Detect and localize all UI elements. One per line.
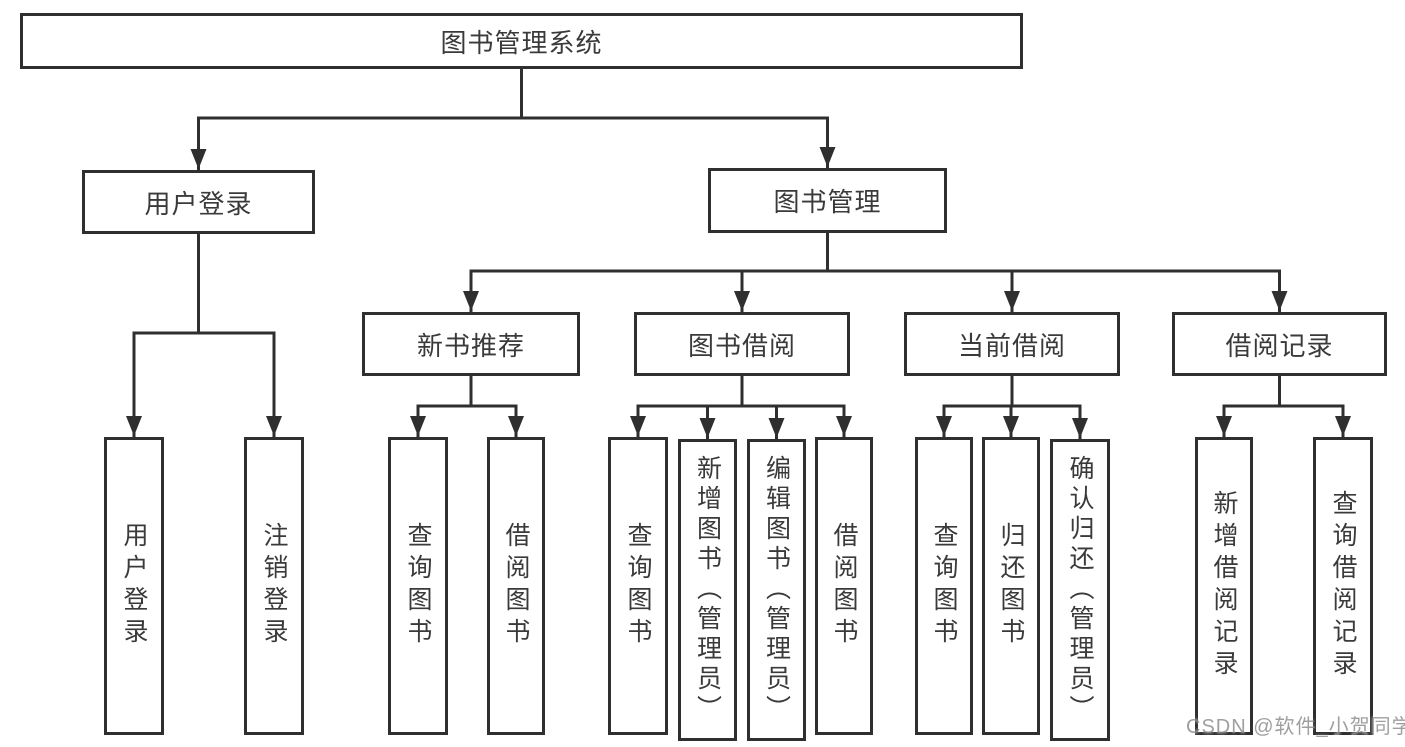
node-user-login: 用户登录 bbox=[82, 170, 315, 234]
leaf-label: 新增借阅记录 bbox=[1210, 490, 1238, 682]
node-label: 借阅记录 bbox=[1225, 330, 1334, 361]
leaf-label: 借阅图书 bbox=[830, 522, 858, 650]
leaf-label: 确认归还（管理员） bbox=[1066, 455, 1094, 725]
csdn-watermark: CSDN @软件_小贺同学 bbox=[1186, 716, 1405, 738]
node-book-borrowing: 图书借阅 bbox=[634, 312, 850, 376]
leaf-label: 新增图书（管理员） bbox=[693, 455, 722, 725]
connector-borrowing-records bbox=[1216, 374, 1351, 438]
node-current-borrowing: 当前借阅 bbox=[904, 312, 1120, 376]
leaf-user-login: 用户登录 bbox=[104, 437, 164, 735]
node-label: 用户登录 bbox=[144, 188, 253, 219]
leaf-query-books-recommend: 查询图书 bbox=[388, 437, 448, 735]
node-label: 图书管理系统 bbox=[440, 27, 603, 58]
connector-user-login bbox=[126, 232, 282, 438]
node-book-management: 图书管理 bbox=[708, 168, 947, 233]
connector-current-borrowing bbox=[936, 374, 1088, 440]
leaf-label: 查询图书 bbox=[930, 522, 958, 650]
node-label: 图书借阅 bbox=[687, 330, 796, 361]
node-borrowing-records: 借阅记录 bbox=[1172, 312, 1387, 376]
leaf-query-books-borrowing: 查询图书 bbox=[608, 437, 668, 735]
connector-book-borrowing bbox=[630, 374, 852, 440]
leaf-label: 查询图书 bbox=[624, 522, 652, 650]
leaf-query-borrow-record: 查询借阅记录 bbox=[1313, 437, 1373, 735]
leaf-add-books-admin: 新增图书（管理员） bbox=[678, 439, 737, 741]
node-label: 新书推荐 bbox=[416, 330, 525, 361]
leaf-label: 注销登录 bbox=[260, 522, 288, 650]
leaf-logout-login: 注销登录 bbox=[244, 437, 304, 735]
leaf-label: 用户登录 bbox=[120, 522, 148, 650]
node-library-management-system: 图书管理系统 bbox=[20, 13, 1023, 69]
leaf-edit-books-admin: 编辑图书（管理员） bbox=[747, 439, 806, 741]
leaf-label: 借阅图书 bbox=[502, 522, 530, 650]
node-label: 当前借阅 bbox=[957, 330, 1066, 361]
node-label: 图书管理 bbox=[773, 187, 882, 217]
connector-new-book-recommendation bbox=[410, 374, 524, 438]
leaf-label: 查询借阅记录 bbox=[1329, 490, 1357, 682]
leaf-query-books-current: 查询图书 bbox=[915, 437, 973, 735]
leaf-label: 查询图书 bbox=[404, 522, 432, 650]
connector-root bbox=[190, 67, 836, 171]
leaf-borrow-books-borrowing: 借阅图书 bbox=[815, 437, 873, 735]
leaf-label: 归还图书 bbox=[997, 522, 1025, 650]
leaf-add-borrow-record: 新增借阅记录 bbox=[1195, 437, 1253, 735]
leaf-label: 编辑图书（管理员） bbox=[762, 455, 791, 725]
node-new-book-recommendation: 新书推荐 bbox=[362, 312, 580, 376]
leaf-borrow-books-recommend: 借阅图书 bbox=[487, 437, 545, 735]
connector-book-management bbox=[463, 231, 1288, 313]
leaf-return-books: 归还图书 bbox=[982, 437, 1040, 735]
leaf-confirm-return-admin: 确认归还（管理员） bbox=[1050, 439, 1110, 741]
